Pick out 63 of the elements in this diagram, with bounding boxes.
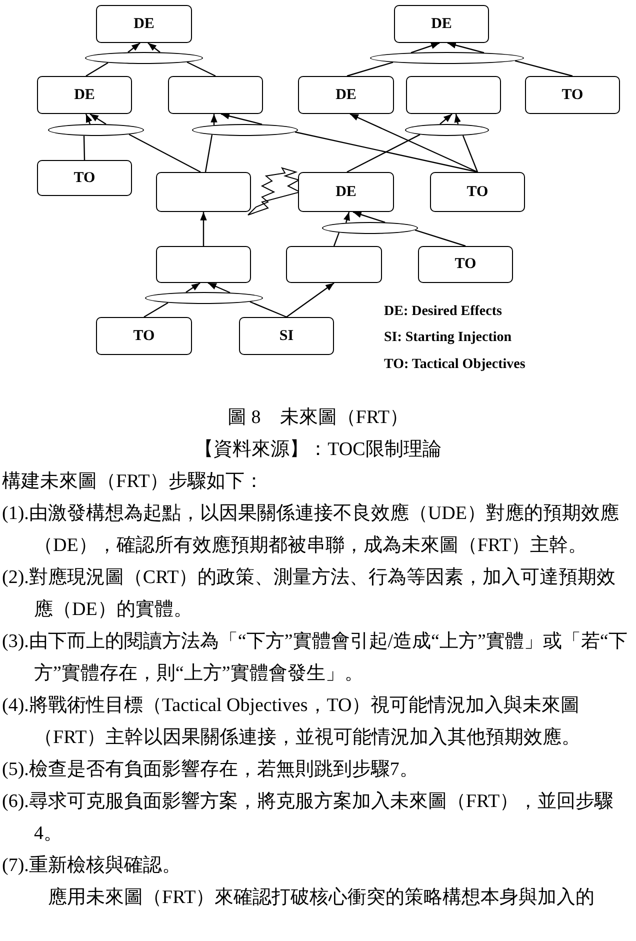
connector-line — [144, 302, 168, 318]
effect-box: TO — [37, 160, 132, 196]
effect-box: SI — [239, 317, 334, 355]
arrow — [128, 42, 140, 53]
arrow — [85, 114, 92, 124]
step-item: (5).檢查是否有負面影響存在，若無則跳到步驟7。 — [2, 758, 420, 782]
step-item: (6).尋求可克服負面影響方案，將克服方案加入未來圖（FRT），並回步驟4。 — [2, 790, 615, 846]
arrow — [208, 282, 230, 294]
and-ellipse — [322, 222, 418, 234]
arrow — [200, 212, 207, 246]
paragraph: 構建未來圖（FRT）步驟如下： — [2, 470, 265, 494]
arrow — [447, 42, 484, 54]
arrow — [352, 211, 386, 223]
arrow — [90, 114, 106, 125]
connector-line — [346, 134, 420, 173]
connector-line — [83, 136, 86, 160]
effect-box: DE — [394, 5, 489, 43]
connector-line — [204, 134, 213, 172]
connector-line — [333, 232, 340, 246]
arrow — [210, 114, 218, 126]
effect-box — [168, 76, 263, 114]
arrow — [286, 282, 334, 318]
connector-line — [462, 135, 478, 172]
effect-box: TO — [430, 172, 525, 212]
arrow — [440, 114, 452, 125]
connector-line — [514, 60, 573, 77]
connector-line — [186, 62, 216, 77]
connector-line — [414, 230, 466, 247]
arrow — [410, 42, 440, 54]
arrow — [344, 212, 350, 223]
arrow — [148, 42, 160, 53]
step-item: (2).對應現況圖（CRT）的政策、測量方法、行為等因素，加入可達預期效應（DE）的實體。 — [2, 566, 617, 622]
effect-box: DE — [96, 5, 192, 43]
connector-line — [294, 131, 478, 173]
arrow — [220, 112, 262, 125]
and-ellipse — [370, 52, 524, 64]
connector-line — [250, 301, 287, 318]
effect-box: TO — [525, 76, 620, 114]
effect-box — [156, 172, 251, 212]
source-note: 【資料來源】：TOC限制理論 — [194, 438, 442, 462]
figure-caption: 圖 8 未來圖（FRT） — [226, 406, 410, 430]
effect-box: TO — [96, 317, 192, 355]
effect-box — [406, 76, 501, 114]
and-ellipse — [192, 124, 298, 136]
step-item: (4).將戰術性目標（Tactical Objectives，TO）視可能情況加入與未來圖（FRT）主幹以因果關係連接，並視可能情況加入其他預期效應。 — [2, 694, 582, 750]
effect-box — [156, 246, 251, 283]
legend-text: TO: Tactical Objectives — [384, 357, 526, 373]
legend-text: SI: Starting Injection — [384, 330, 512, 346]
effect-box: DE — [37, 76, 132, 114]
arrow — [350, 113, 478, 173]
arrow — [454, 114, 461, 124]
step-item: (3).由下而上的閱讀方法為「“下方”實體會引起/造成“上方”實體」或「若“下方”實體存在，則“上方”實體會發生」。 — [2, 630, 628, 686]
legend-text: DE: Desired Effects — [384, 304, 502, 320]
connector-line — [128, 134, 201, 173]
arrow — [186, 282, 200, 293]
step-item: (1).由激發構想為起點，以因果關係連接不良效應（UDE）對應的預期效應（DE），確認所有效應預期都被串聯，成為未來圖（FRT）主幹。 — [2, 502, 620, 558]
effect-box: DE — [298, 76, 394, 114]
step-item: (7).重新檢核與確認。 — [2, 854, 182, 878]
effect-box — [286, 246, 382, 283]
connector-line — [86, 62, 108, 77]
effect-box: DE — [298, 172, 394, 212]
effect-box: TO — [418, 246, 513, 283]
paragraph: 應用未來圖（FRT）來確認打破核心衝突的策略構想本身與加入的 — [47, 886, 596, 910]
